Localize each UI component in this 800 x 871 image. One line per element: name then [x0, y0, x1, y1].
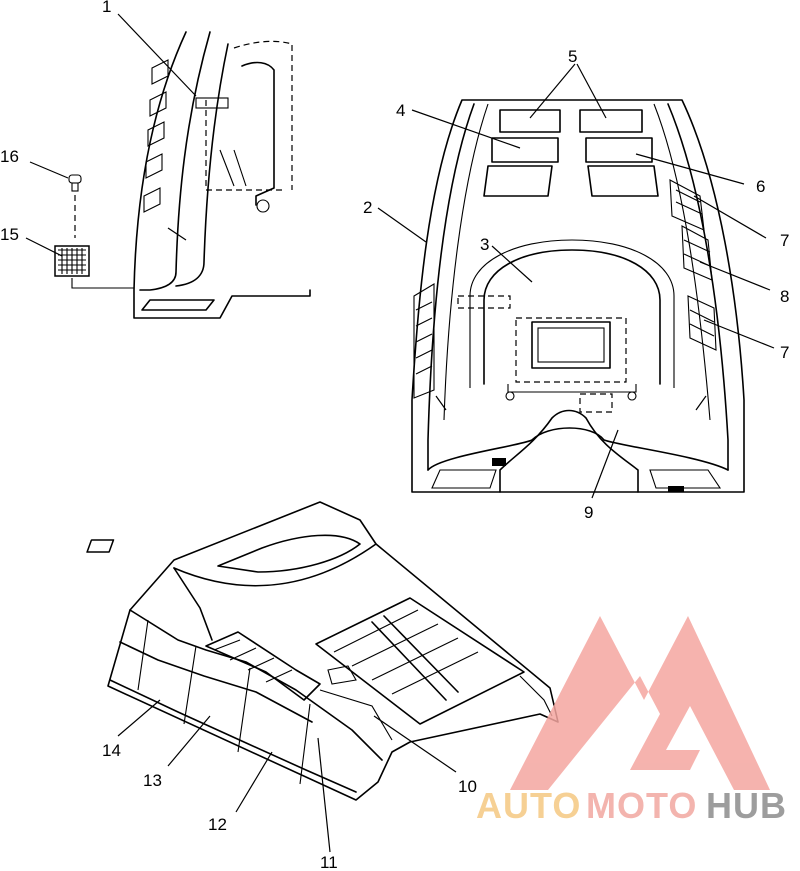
hood-isometric-view: [86, 501, 559, 853]
grille-icon: [54, 245, 90, 277]
callout-6: 6: [756, 177, 765, 196]
side-panel-detail: [25, 13, 311, 319]
screw-icon: [68, 174, 82, 184]
callout-5: 5: [568, 47, 577, 66]
callout-2: 2: [363, 198, 372, 217]
hood-top-view: [377, 63, 775, 499]
callout-3: 3: [480, 235, 489, 254]
callout-11: 11: [320, 853, 338, 871]
watermark: AUTO MOTO HUB: [476, 616, 787, 826]
callout-10: 10: [458, 777, 477, 796]
callout-9: 9: [584, 503, 593, 522]
callout-14: 14: [102, 741, 121, 760]
callout-1: 1: [102, 0, 111, 16]
automotohub-logo-icon: [510, 616, 770, 790]
watermark-moto: MOTO: [586, 785, 697, 826]
callout-12: 12: [208, 815, 227, 834]
watermark-hub: HUB: [706, 785, 787, 826]
callout-7-lower: 7: [780, 343, 789, 362]
callout-13: 13: [143, 771, 162, 790]
callout-8: 8: [780, 287, 789, 306]
callout-16: 16: [0, 147, 19, 166]
callout-7-upper: 7: [780, 231, 789, 250]
watermark-auto: AUTO: [476, 785, 581, 826]
callout-15: 15: [0, 225, 19, 244]
callout-4: 4: [396, 101, 405, 120]
